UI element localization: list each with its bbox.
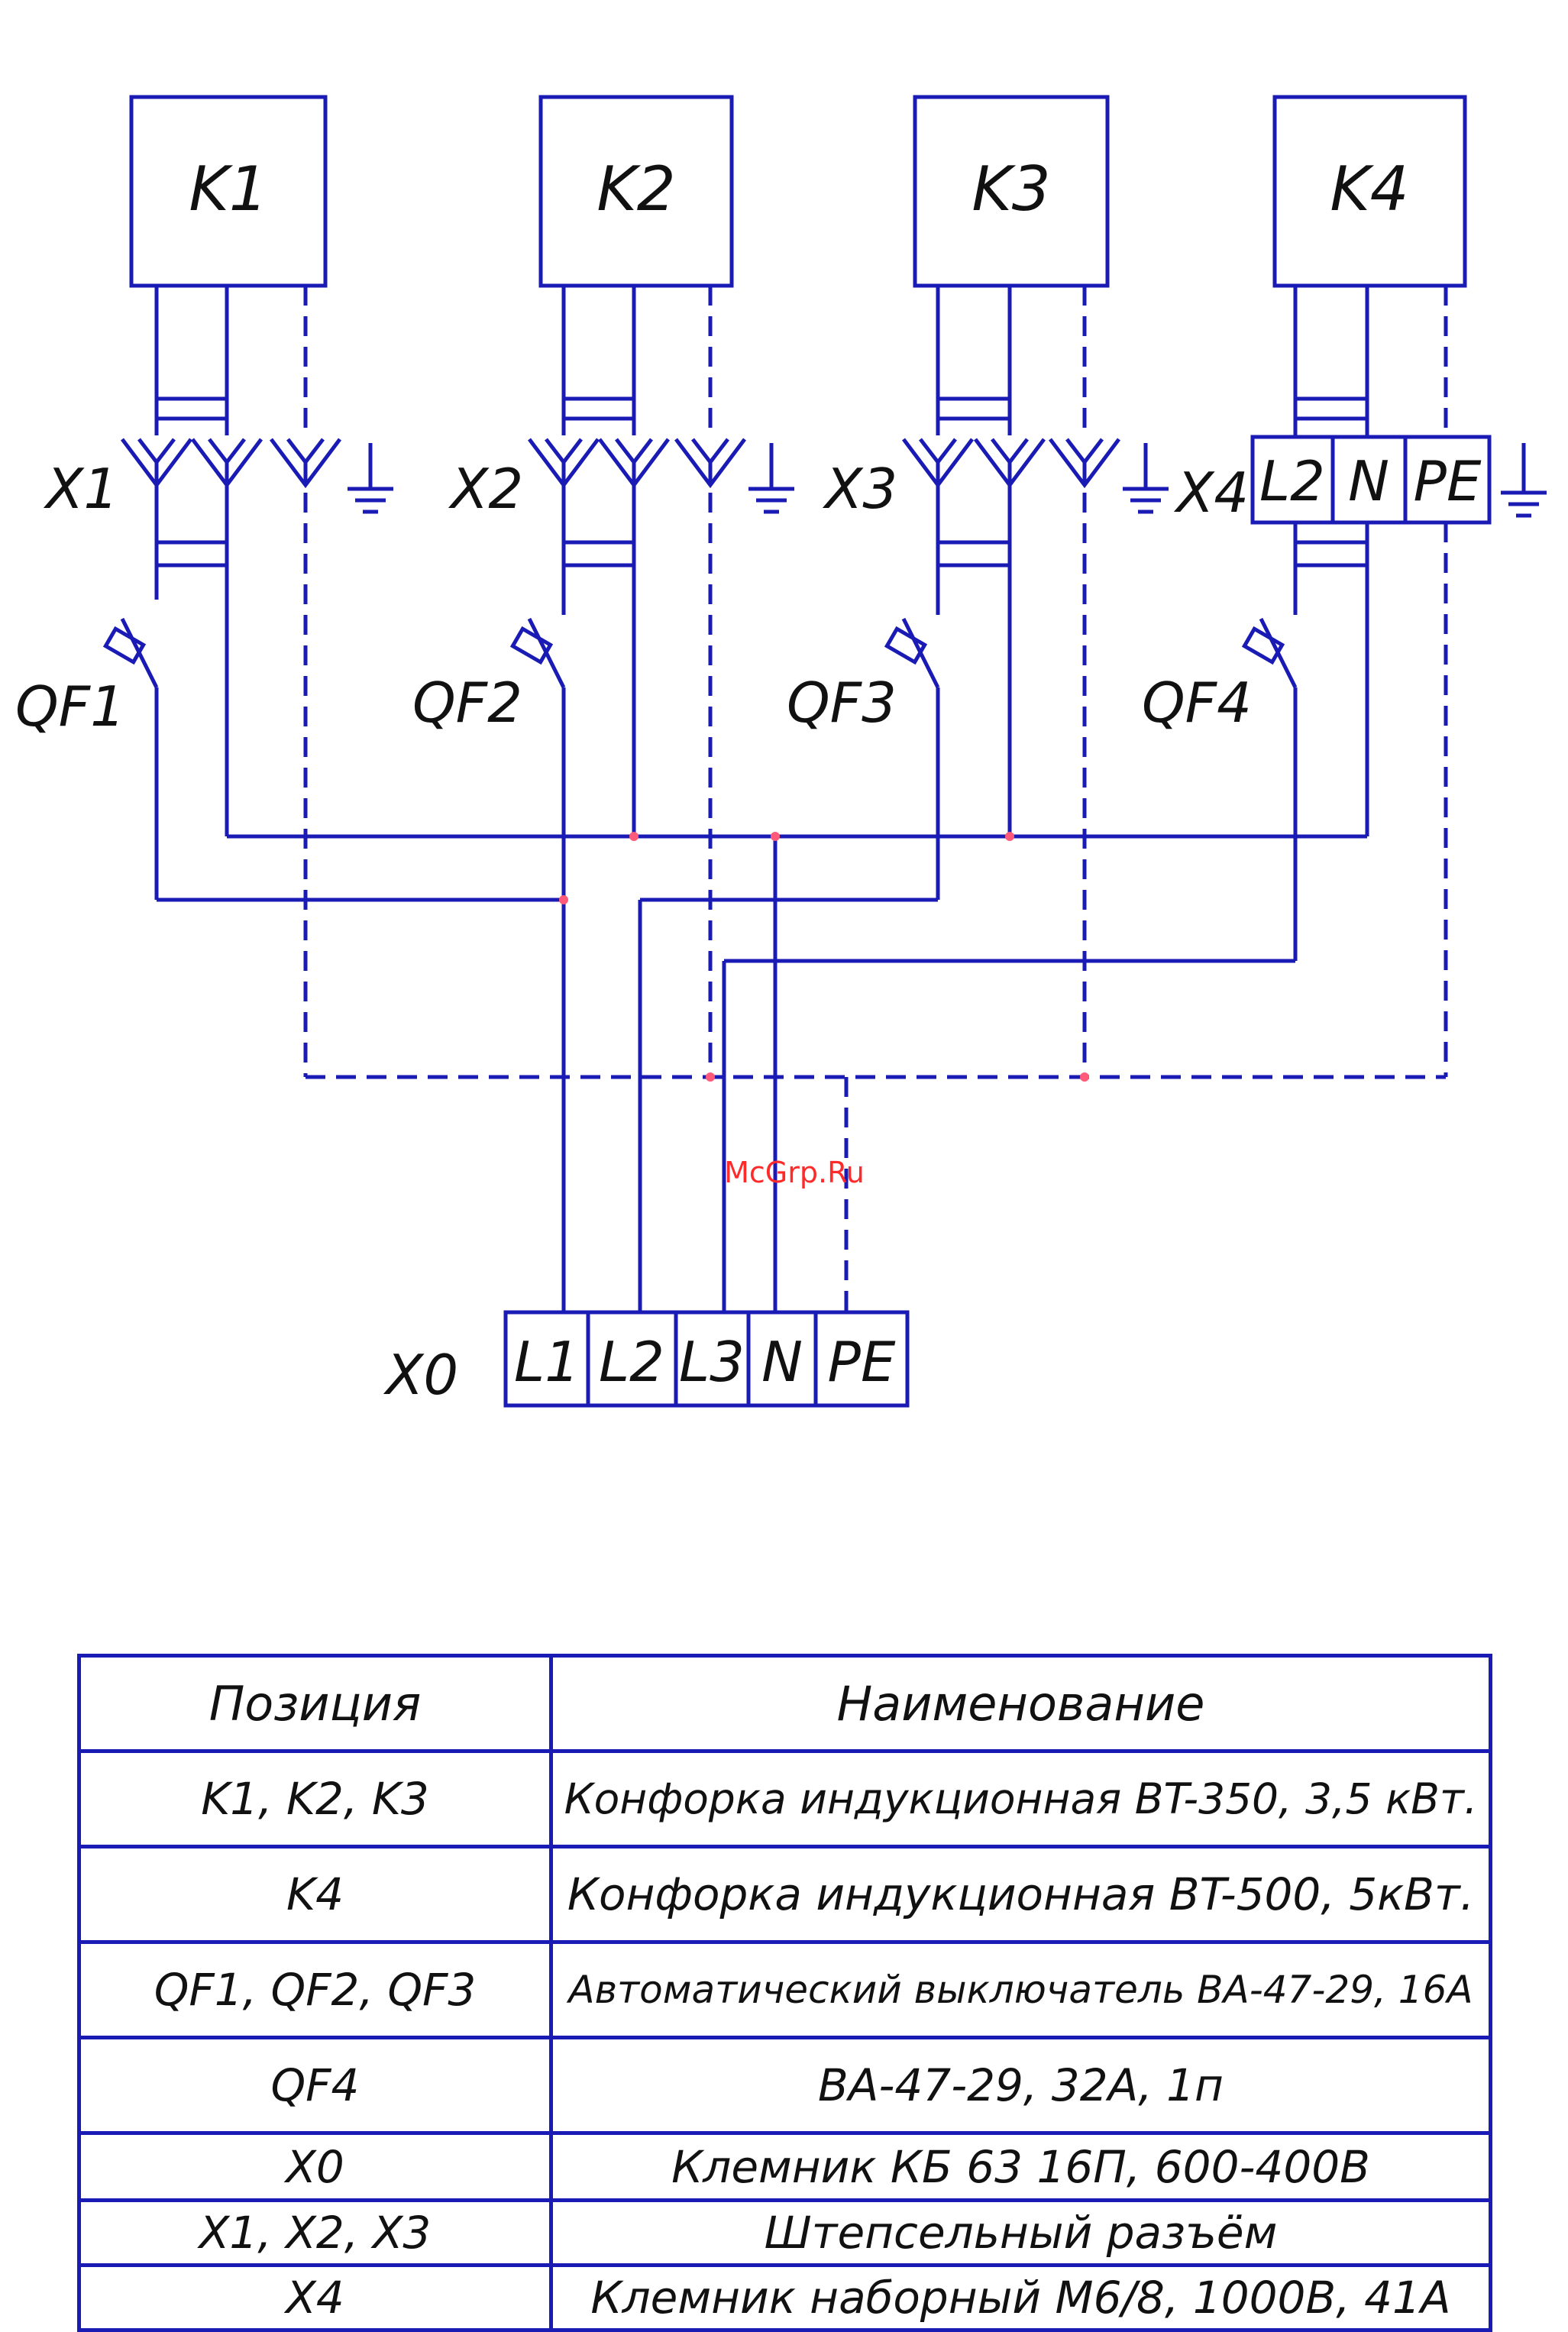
- cell-position: K1, K2, K3: [77, 1749, 553, 1848]
- cell-name: Конфорка индукционная BT-500, 5кВт.: [549, 1845, 1492, 1944]
- x0-cell-l2: L2: [599, 1330, 664, 1394]
- breaker-qf2: QF2: [412, 617, 566, 1312]
- breaker-qf4-label: QF4: [1142, 671, 1252, 735]
- unit-k3-label: K3: [972, 154, 1050, 225]
- neutral-bus: [227, 834, 1367, 1312]
- x0-label: X0: [383, 1343, 458, 1407]
- cell-position: QF4: [77, 2036, 553, 2135]
- connector-x1: X1: [43, 438, 393, 1077]
- unit-k2-label: K2: [596, 154, 675, 225]
- breaker-qf4: QF4: [1142, 617, 1298, 961]
- connector-x4-label: X4: [1173, 461, 1249, 525]
- cell-name: ВА-47-29, 32А, 1п: [549, 2036, 1492, 2135]
- x0-cell-pe: PE: [828, 1330, 896, 1394]
- wiring-diagram: K1 K2 K3 K4: [15, 95, 1547, 1408]
- junction-dots: [559, 832, 1089, 1082]
- table-row: X0 Клемник КБ 63 16П, 600-400В: [77, 2131, 1492, 2202]
- unit-k1-label: K1: [189, 154, 267, 225]
- breaker-qf1: QF1: [15, 617, 159, 900]
- table-row: X4 Клемник наборный M6/8, 1000В, 41А: [77, 2263, 1492, 2332]
- cell-position: QF1, QF2, QF3: [77, 1940, 553, 2039]
- cell-position: X1, X2, X3: [77, 2198, 553, 2267]
- terminal-block-x4: L2 N PE X4: [1173, 435, 1547, 1077]
- cell-name: Штепсельный разъём: [549, 2198, 1492, 2267]
- breaker-qf3: QF3: [787, 617, 940, 900]
- table-row: X1, X2, X3 Штепсельный разъём: [77, 2198, 1492, 2267]
- connector-x1-label: X1: [43, 457, 118, 521]
- cell-name: Конфорка индукционная BT-350, 3,5 кВт.: [549, 1749, 1492, 1848]
- phase-l3-line: [722, 959, 1295, 1312]
- connector-x2-label: X2: [448, 457, 523, 521]
- header-position: Позиция: [77, 1654, 553, 1753]
- unit-k4-label: K4: [1330, 154, 1408, 225]
- x4-cell-n: N: [1348, 449, 1389, 513]
- table-row: K1, K2, K3 Конфорка индукционная BT-350,…: [77, 1749, 1492, 1848]
- unit-k2: K2: [538, 95, 734, 288]
- x0-cell-l3: L3: [679, 1330, 745, 1394]
- spec-table: Позиция Наименование K1, K2, K3 Конфорка…: [77, 1654, 1492, 2332]
- connector-x3: X3: [822, 438, 1169, 1077]
- unit-k2-leads: [561, 286, 713, 435]
- watermark: McGrp.Ru: [724, 1156, 865, 1189]
- cell-position: X4: [77, 2263, 553, 2332]
- x0-cell-n: N: [761, 1330, 803, 1394]
- connector-x3-label: X3: [822, 457, 897, 521]
- cell-position: K4: [77, 1845, 553, 1944]
- unit-k4: K4: [1272, 95, 1467, 288]
- phase-l2-line: [638, 898, 938, 1312]
- header-name: Наименование: [549, 1654, 1492, 1753]
- unit-k3-leads: [936, 286, 1087, 435]
- breaker-qf2-label: QF2: [412, 671, 522, 735]
- x4-cell-pe: PE: [1414, 449, 1482, 513]
- x4-cell-l2: L2: [1259, 449, 1325, 513]
- table-row: QF1, QF2, QF3 Автоматический выключатель…: [77, 1940, 1492, 2039]
- unit-k1: K1: [129, 95, 328, 288]
- pe-bus: [306, 1075, 1446, 1312]
- cell-name: Автоматический выключатель ВА-47-29, 16А: [549, 1940, 1492, 2039]
- main-terminal-x0: X0 L1 L2 L3 N PE: [383, 1310, 910, 1408]
- table-row: QF4 ВА-47-29, 32А, 1п: [77, 2036, 1492, 2135]
- breaker-qf1-label: QF1: [15, 674, 125, 739]
- unit-k1-leads: [154, 286, 308, 435]
- table-row: K4 Конфорка индукционная BT-500, 5кВт.: [77, 1845, 1492, 1944]
- x0-cell-l1: L1: [514, 1330, 580, 1394]
- breaker-qf3-label: QF3: [787, 671, 897, 735]
- cell-name: Клемник наборный M6/8, 1000В, 41А: [549, 2263, 1492, 2332]
- cell-name: Клемник КБ 63 16П, 600-400В: [549, 2131, 1492, 2202]
- table-header-row: Позиция Наименование: [77, 1654, 1492, 1753]
- unit-k4-leads: [1293, 286, 1448, 435]
- unit-k3: K3: [913, 95, 1110, 288]
- connector-x2: X2: [448, 438, 794, 1077]
- cell-position: X0: [77, 2131, 553, 2202]
